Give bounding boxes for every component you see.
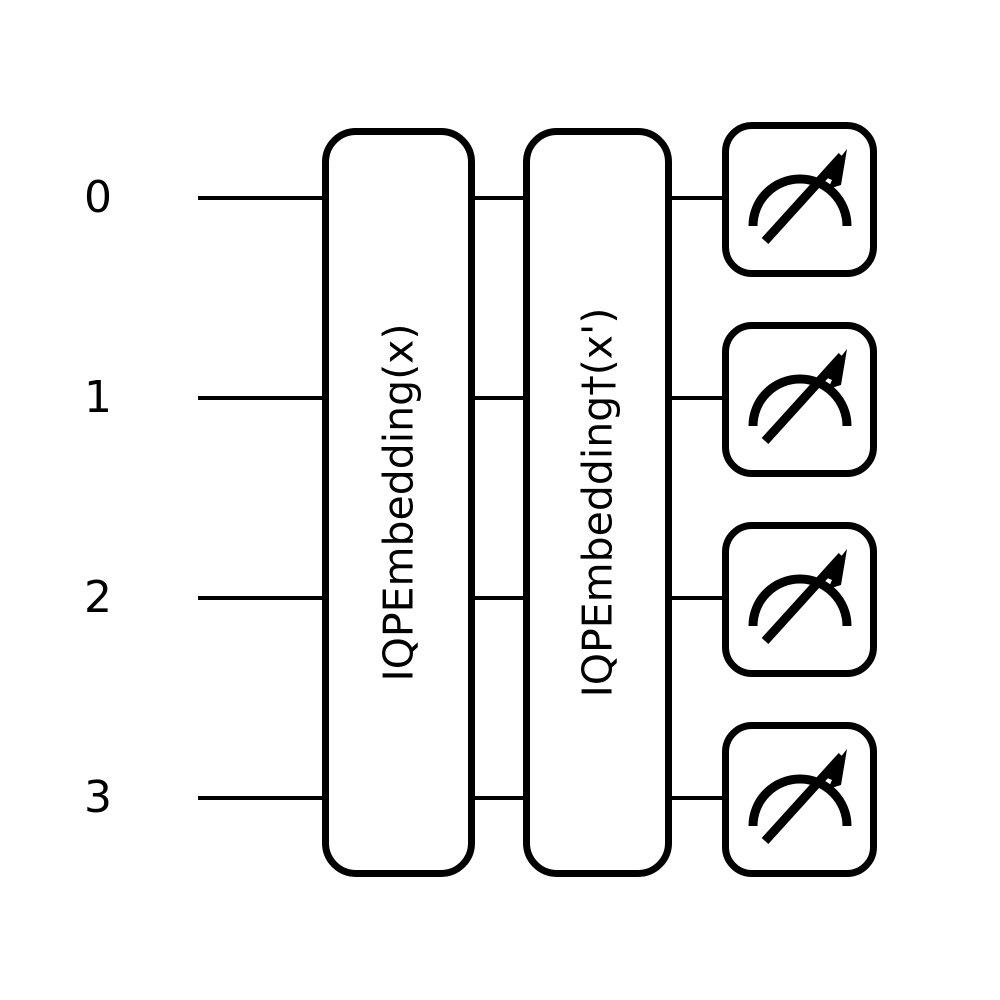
wire-segment-0-mid bbox=[471, 196, 527, 200]
measure-gauge-icon bbox=[748, 549, 852, 645]
measure-gauge-icon bbox=[748, 149, 852, 245]
gate-iqp-embedding-adjoint-label: IQPEmbedding†(x') bbox=[573, 307, 622, 698]
wire-segment-3-mid bbox=[471, 796, 527, 800]
wire-label-0: 0 bbox=[84, 172, 112, 223]
wire-segment-2-in bbox=[198, 596, 326, 600]
wire-label-1: 1 bbox=[84, 372, 112, 423]
measure-gate-wire-2[interactable] bbox=[722, 522, 877, 677]
measure-gate-wire-0[interactable] bbox=[722, 122, 877, 277]
gate-iqp-embedding[interactable]: IQPEmbedding(x) bbox=[322, 128, 475, 877]
wire-segment-0-out bbox=[668, 196, 726, 200]
gate-iqp-embedding-adjoint-label-wrap: IQPEmbedding†(x') bbox=[530, 135, 665, 870]
wire-segment-1-in bbox=[198, 396, 326, 400]
wire-label-3: 3 bbox=[84, 772, 112, 823]
measure-gauge-icon bbox=[748, 349, 852, 445]
gate-iqp-embedding-label-wrap: IQPEmbedding(x) bbox=[329, 135, 468, 870]
measure-gauge-icon bbox=[748, 749, 852, 845]
gate-iqp-embedding-label: IQPEmbedding(x) bbox=[374, 323, 423, 682]
wire-segment-2-mid bbox=[471, 596, 527, 600]
wire-segment-1-mid bbox=[471, 396, 527, 400]
wire-segment-3-in bbox=[198, 796, 326, 800]
measure-gate-wire-3[interactable] bbox=[722, 722, 877, 877]
wire-label-2: 2 bbox=[84, 572, 112, 623]
measure-gate-wire-1[interactable] bbox=[722, 322, 877, 477]
gate-iqp-embedding-adjoint[interactable]: IQPEmbedding†(x') bbox=[523, 128, 672, 877]
wire-segment-2-out bbox=[668, 596, 726, 600]
wire-segment-1-out bbox=[668, 396, 726, 400]
wire-segment-0-in bbox=[198, 196, 326, 200]
wire-segment-3-out bbox=[668, 796, 726, 800]
